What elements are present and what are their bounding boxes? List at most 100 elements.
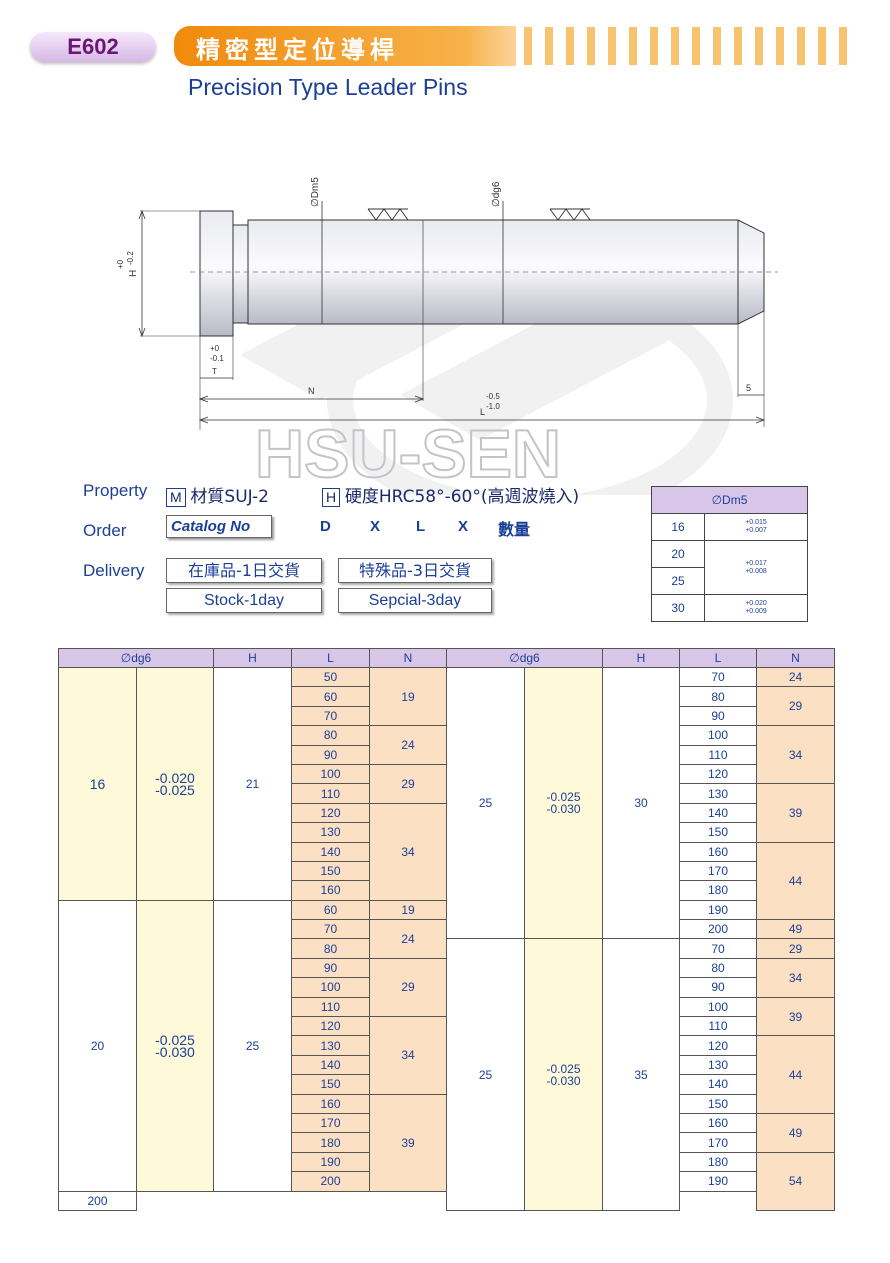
header-dg6-left: ∅dg6: [58, 648, 214, 668]
table-row: 100 90: [59, 977, 835, 998]
length-l-value: 140: [679, 1074, 757, 1095]
length-n-value: 29: [369, 763, 447, 804]
length-n-value: 39: [369, 1093, 447, 1192]
decorative-stripes: [524, 27, 870, 65]
length-l-value: 50: [291, 666, 370, 688]
length-l-value: 160: [291, 1093, 370, 1114]
length-l-value: 140: [291, 841, 370, 862]
l-dim-label: L: [480, 407, 485, 417]
length-l-value: 180: [679, 880, 757, 901]
length-n-value: 29: [369, 957, 447, 1018]
dg6-label: ∅dg6: [491, 181, 502, 207]
watermark-text: HSU-SEN: [255, 416, 561, 492]
length-l-value: 200: [58, 1190, 137, 1211]
title-chinese: 精密型定位導桿: [196, 36, 399, 64]
length-n-value: 49: [756, 919, 835, 940]
length-l-value: 110: [679, 744, 757, 765]
dg6-size: 25: [446, 938, 525, 1211]
l-tol-top: -0.5: [486, 392, 500, 401]
dm5-tol-30: +0.020+0.009: [704, 594, 808, 622]
header-dg6-right: ∅dg6: [446, 648, 603, 668]
length-l-value: 90: [679, 977, 757, 998]
property-label: Property: [83, 481, 148, 500]
length-l-value: 160: [291, 880, 370, 901]
length-l-value: 80: [679, 957, 757, 979]
header-h-left: H: [213, 648, 292, 668]
delivery-label: Delivery: [83, 561, 145, 580]
length-n-value: 39: [756, 783, 835, 843]
header-l-right: L: [679, 648, 757, 668]
length-l-value: 100: [291, 977, 370, 998]
length-l-value: 130: [291, 1035, 370, 1056]
length-l-value: 160: [679, 841, 757, 862]
length-l-value: 80: [679, 686, 757, 707]
length-n-value: 24: [369, 725, 447, 765]
length-l-value: 130: [679, 1054, 757, 1076]
length-l-value: 190: [291, 1151, 370, 1173]
length-n-value: 49: [756, 1112, 835, 1153]
length-l-value: 90: [291, 744, 370, 765]
length-n-value: 34: [756, 725, 835, 785]
dg6-tolerance: -0.025-0.030: [136, 899, 214, 1192]
dm5-label: ∅Dm5: [310, 177, 321, 207]
length-n-value: 29: [756, 686, 835, 727]
order-var-d: D: [320, 518, 331, 535]
special-delivery-en: Sepcial-3day: [338, 588, 492, 613]
hardness-code-box: H: [322, 488, 341, 507]
table-row: 200: [58, 1190, 835, 1211]
length-l-value: 140: [679, 802, 757, 824]
hardness-text: 硬度HRC58°-60°(高週波燒入): [344, 487, 580, 507]
l-tol-bottom: -1.0: [486, 402, 500, 411]
order-label: Order: [83, 521, 127, 540]
length-n-value: 54: [756, 1151, 835, 1211]
property-material: M 材質SUJ-2: [166, 482, 269, 507]
table-row: 150 140: [59, 1074, 835, 1095]
stock-delivery-en: Stock-1day: [166, 588, 322, 613]
length-l-value: 160: [679, 1112, 757, 1134]
length-n-value: 34: [756, 957, 835, 998]
length-l-value: 200: [679, 919, 757, 940]
end-dim-label: 5: [746, 383, 751, 393]
title-bar: [174, 26, 516, 66]
length-l-value: 170: [679, 1132, 757, 1153]
length-n-value: 29: [756, 938, 835, 959]
length-n-value: 19: [369, 666, 447, 727]
length-l-value: 150: [291, 860, 370, 882]
order-var-x2: X: [458, 518, 469, 535]
order-var-x1: X: [370, 518, 381, 535]
length-l-value: 140: [291, 1054, 370, 1076]
order-var-l: L: [416, 518, 426, 535]
length-l-value: 150: [291, 1074, 370, 1095]
dm5-table-header: ∅Dm5: [651, 486, 808, 514]
n-dim-label: N: [308, 386, 315, 396]
t-dim-label: T: [212, 367, 217, 376]
length-l-value: 150: [679, 1093, 757, 1114]
head-h-value: 21: [213, 667, 292, 901]
order-var-quantity: 數量: [498, 520, 531, 539]
length-n-value: 34: [369, 802, 447, 901]
dm5-tol-20-25: +0.017+0.008: [704, 540, 808, 595]
length-l-value: 120: [679, 1035, 757, 1056]
dg6-tolerance: -0.025-0.030: [524, 666, 603, 940]
length-l-value: 130: [291, 822, 370, 843]
length-l-value: 70: [291, 705, 370, 727]
property-hardness: H 硬度HRC58°-60°(高週波燒入): [322, 482, 579, 507]
dg6-size: 20: [58, 899, 137, 1192]
table-row: 160 180: [59, 880, 835, 901]
length-l-value: 100: [679, 725, 757, 746]
t-tol-bottom: -0.1: [210, 354, 224, 363]
length-l-value: 190: [679, 1171, 757, 1192]
length-l-value: 60: [291, 899, 370, 921]
length-l-value: 110: [679, 1016, 757, 1037]
